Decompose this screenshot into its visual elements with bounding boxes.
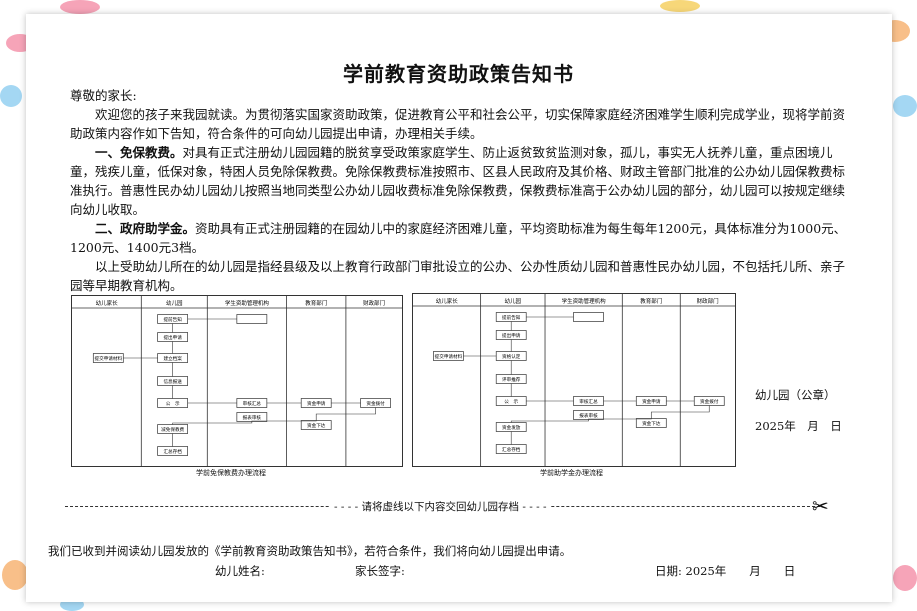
flow-column-header: 幼儿家长: [436, 297, 459, 305]
section-free-fees-text: 对具有正式注册幼儿园园籍的脱贫享受政策家庭学生、防止返贫致贫监测对象，孤儿，事实…: [70, 145, 846, 217]
flow-node-label: 汇总存档: [502, 446, 521, 453]
flow-node-label: 提交申请材料: [435, 353, 463, 360]
flowchart-free-fees-caption: 学前免保教费办理流程: [196, 469, 266, 477]
flow-column-header: 幼儿家长: [96, 299, 119, 307]
section-subsidy: 二、政府助学金。资助具有正式注册园籍的在园幼儿中的家庭经济困难儿童，平均资助标准…: [70, 219, 850, 257]
flow-node-label: 建立档案: [163, 355, 182, 362]
flow-node-label: 评审推荐: [502, 376, 521, 383]
flow-column-header: 学生资助管理机构: [562, 297, 607, 305]
decoration-pink-bottom-right: [893, 565, 917, 591]
flow-node-label: 汇总存档: [163, 448, 182, 455]
flow-node-box: [236, 314, 268, 324]
flow-connector: [650, 405, 710, 419]
decoration-blue-left: [0, 85, 22, 107]
flow-node-label: 资金下达: [642, 420, 661, 427]
flow-node-label: 资金拨付: [366, 400, 385, 407]
flow-connector: [510, 419, 589, 423]
section-free-fees: 一、免保教费。对具有正式注册幼儿园园籍的脱贫享受政策家庭学生、防止返贫致贫监测对…: [70, 143, 850, 219]
parent-sign-label: 家长签字:: [355, 564, 405, 578]
decoration-orange-left-bottom: [2, 560, 28, 590]
receipt-text: 我们已收到并阅读幼儿园发放的《学前教育资助政策告知书》，若符合条件，我们将向幼儿…: [48, 544, 572, 558]
flow-column-header: 幼儿园: [166, 299, 183, 307]
flow-node-label: 公 示: [166, 401, 180, 407]
scissors-icon: ✂: [812, 494, 829, 518]
flow-column-header: 教育部门: [640, 297, 662, 305]
flow-connector: [172, 421, 253, 425]
decoration-pink-top: [60, 0, 100, 14]
flow-node-label: 报表审核: [579, 412, 598, 419]
flow-node-label: 审核汇总: [579, 398, 598, 405]
section-subsidy-heading: 二、政府助学金。: [95, 221, 196, 236]
page-title: 学前教育资助政策告知书: [343, 62, 574, 86]
flow-column-header: 财政部门: [697, 297, 719, 305]
section-subsidy-text: 资助具有正式注册园籍的在园幼儿中的家庭经济困难儿童，平均资助标准为每生每年120…: [70, 221, 847, 255]
flow-connector: [588, 418, 652, 420]
flow-node-label: 减免保教费: [161, 426, 184, 433]
flow-node-label: 资金发放: [502, 424, 521, 431]
date-label: 日期: 2025年 月 日: [655, 564, 796, 578]
flow-node-label: 信息报送: [163, 378, 182, 385]
greeting: 尊敬的家长:: [70, 88, 137, 103]
seal-label: 幼儿园（公章）: [755, 388, 836, 402]
decoration-yellow-top: [660, 0, 700, 12]
section-scope: 以上受助幼儿所在的幼儿园是指经县级及以上教育行政部门审批设立的公办、公办性质幼儿…: [70, 259, 846, 293]
flow-node-label: 提出申请: [163, 334, 182, 341]
seal-date: 2025年 月 日: [755, 419, 842, 433]
flow-node-label: 资金下达: [307, 422, 326, 429]
flow-node-label: 资格认定: [502, 353, 521, 360]
flow-node-label: 资金申请: [642, 398, 661, 405]
flow-column-header: 学生资助管理机构: [225, 299, 270, 307]
section-free-fees-heading: 一、免保教费。: [95, 145, 183, 160]
flow-node-label: 提交申请材料: [95, 355, 123, 362]
cut-line-text: 请将虚线以下内容交回幼儿园存档: [361, 501, 520, 513]
flow-column-header: 幼儿园: [505, 297, 522, 305]
flow-node-label: 资金拨付: [700, 398, 719, 405]
flow-node-label: 审核汇总: [243, 400, 262, 407]
flow-connector: [315, 407, 376, 421]
flow-node-label: 提出申请: [502, 332, 521, 339]
flow-column-header: 教育部门: [305, 299, 327, 307]
intro-paragraph: 欢迎您的孩子来我园就读。为贯彻落实国家资助政策，促进教育公平和社会公平，切实保障…: [70, 107, 846, 141]
flow-node-label: 提前告知: [502, 314, 521, 321]
cut-line-label: - - - - 请将虚线以下内容交回幼儿园存档 - - - -: [330, 499, 551, 514]
flowchart-subsidy-caption: 学前助学金办理流程: [540, 469, 603, 477]
flow-column-header: 财政部门: [363, 299, 385, 307]
flowchart-subsidy: 幼儿家长 幼儿园 学生资助管理机构 教育部门 财政部门提前告知提出申请提交申请材料 资格认…: [412, 293, 736, 467]
flow-node-label: 公 示: [504, 399, 518, 405]
child-name-label: 幼儿姓名:: [215, 564, 265, 578]
flow-node-box: [573, 312, 604, 322]
flowchart-free-fees: 幼儿家长 幼儿园 学生资助管理机构 教育部门 财政部门提前告知提出申请提交申请材料 建立档…: [71, 295, 403, 467]
flow-node-label: 资金申请: [307, 400, 326, 407]
flow-node-label: 报表审核: [243, 414, 262, 421]
decoration-blue-right: [893, 95, 917, 117]
flow-node-label: 提前告知: [163, 316, 182, 323]
flow-connector: [251, 420, 317, 422]
